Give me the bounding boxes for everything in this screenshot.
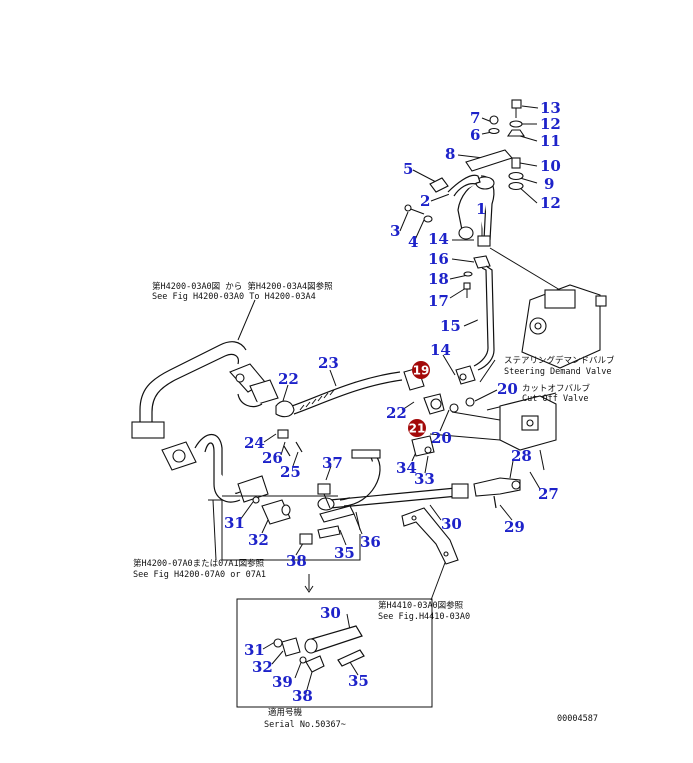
note-serial-en: Serial No.50367~ bbox=[264, 720, 346, 730]
part-label: 34 bbox=[396, 459, 417, 477]
part-label: 16 bbox=[428, 250, 449, 268]
part-label: 28 bbox=[511, 447, 532, 465]
part-label: 26 bbox=[262, 449, 283, 467]
part-label: 5 bbox=[403, 160, 413, 178]
drawing-number: 00004587 bbox=[557, 714, 598, 724]
part-label: 10 bbox=[540, 157, 561, 175]
part-label: 35 bbox=[348, 672, 369, 690]
part-label: 3 bbox=[390, 222, 400, 240]
part-label: 35 bbox=[334, 544, 355, 562]
part-label: 31 bbox=[224, 514, 245, 532]
detail-box bbox=[236, 574, 433, 708]
note-ref2-jp: 第H4200-07A0または07A1図参照 bbox=[133, 558, 265, 569]
part-label: 22 bbox=[386, 404, 407, 422]
left-reference-pipes bbox=[131, 341, 279, 503]
part-label: 14 bbox=[428, 230, 449, 248]
part-label: 22 bbox=[278, 370, 299, 388]
part-label: 25 bbox=[280, 463, 301, 481]
badge-19: 19 bbox=[412, 361, 430, 379]
part-label: 23 bbox=[318, 354, 339, 372]
note-ref3-jp: 第H4410-03A0図参照 bbox=[378, 600, 464, 611]
part-label: 4 bbox=[408, 233, 418, 251]
part-labels: 13 7 12 6 11 8 10 5 9 2 12 1 3 4 14 16 1… bbox=[224, 99, 561, 705]
part-label: 9 bbox=[544, 175, 554, 193]
part-label: 38 bbox=[292, 687, 313, 705]
part-label: 24 bbox=[244, 434, 265, 452]
part-label: 30 bbox=[320, 604, 341, 622]
part-label: 33 bbox=[414, 470, 435, 488]
part-label: 6 bbox=[470, 126, 480, 144]
reference-notes: ステアリングデマンドバルブ Steering Demand Valve カットオ… bbox=[133, 281, 615, 730]
part-label: 17 bbox=[428, 292, 449, 310]
part-label: 36 bbox=[360, 533, 381, 551]
part-label: 20 bbox=[431, 429, 452, 447]
part-label: 32 bbox=[252, 658, 273, 676]
part-label: 38 bbox=[286, 552, 307, 570]
note-steering-en: Steering Demand Valve bbox=[504, 367, 611, 377]
part-label: 32 bbox=[248, 531, 269, 549]
note-ref1-en: See Fig H4200-03A0 To H4200-03A4 bbox=[152, 292, 316, 302]
part-label: 29 bbox=[504, 518, 525, 536]
note-steering-jp: ステアリングデマンドバルブ bbox=[504, 355, 615, 366]
part-label: 12 bbox=[540, 115, 561, 133]
part-label: 37 bbox=[322, 454, 343, 472]
hose-23-assembly bbox=[275, 367, 557, 471]
note-cutoff-en: Cut Off Valve bbox=[522, 394, 589, 404]
part-label: 20 bbox=[497, 380, 518, 398]
part-label: 27 bbox=[538, 485, 559, 503]
part-label: 39 bbox=[272, 673, 293, 691]
part-label: 13 bbox=[540, 99, 561, 117]
part-label: 12 bbox=[540, 194, 561, 212]
part-label: 18 bbox=[428, 270, 449, 288]
part-label: 8 bbox=[445, 145, 455, 163]
note-ref1-jp: 第H4200-03A0図 から 第H4200-03A4図参照 bbox=[152, 281, 333, 292]
part-label: 11 bbox=[540, 132, 561, 150]
part-label: 30 bbox=[441, 515, 462, 533]
part-label: 1 bbox=[476, 200, 486, 218]
part-label: 15 bbox=[440, 317, 461, 335]
part-label: 31 bbox=[244, 641, 265, 659]
part-label: 7 bbox=[470, 109, 480, 127]
upper-pipe-assembly bbox=[404, 99, 607, 385]
note-serial-jp: 適用号機 bbox=[268, 707, 303, 718]
svg-text:19: 19 bbox=[413, 364, 430, 378]
badge-21: 21 bbox=[408, 419, 426, 437]
note-ref2-en: See Fig H4200-07A0 or 07A1 bbox=[133, 570, 266, 580]
svg-text:21: 21 bbox=[409, 422, 426, 436]
part-label: 14 bbox=[430, 341, 451, 359]
note-cutoff-jp: カットオフバルブ bbox=[522, 383, 591, 394]
lower-hose-assembly bbox=[208, 435, 521, 565]
note-ref3-en: See Fig.H4410-03A0 bbox=[378, 612, 470, 622]
part-label: 2 bbox=[420, 192, 430, 210]
